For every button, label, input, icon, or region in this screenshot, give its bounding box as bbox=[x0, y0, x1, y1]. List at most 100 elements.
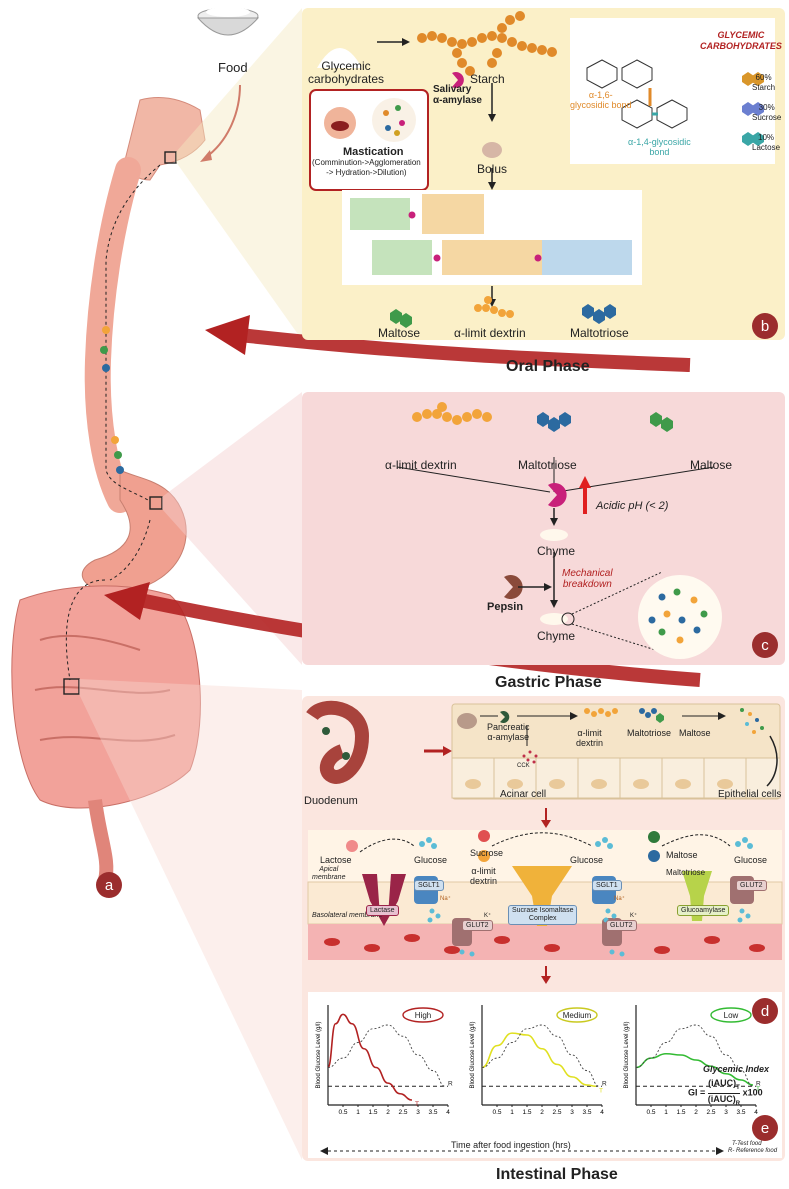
gc-item-lactose: 10%Lactose bbox=[752, 133, 781, 152]
chart-2-title: Low bbox=[724, 1011, 739, 1020]
gastric-phase-title: Gastric Phase bbox=[495, 674, 602, 691]
lactase-tag: Lactase bbox=[366, 905, 399, 916]
chart-0-tick-label-3: 2 bbox=[386, 1109, 390, 1116]
chart-1-series-T-label: T bbox=[599, 1087, 603, 1094]
food-label: Food bbox=[218, 60, 248, 75]
chart-0-tick-label-2: 1.5 bbox=[368, 1109, 377, 1116]
bolus-icon bbox=[482, 142, 502, 158]
potassium-ion-label-1: K⁺ bbox=[484, 913, 492, 919]
alpha-limit-dextrin-label: α-limit dextrin bbox=[470, 866, 498, 886]
badge-c: c bbox=[752, 632, 778, 658]
chart-0-series-R-label: R bbox=[448, 1080, 453, 1087]
sucrase-isomaltase-tag: Sucrase Isomaltase Complex bbox=[508, 905, 578, 925]
acidic-ph-label: Acidic pH (< 2) bbox=[596, 500, 669, 512]
glut2-tag-apical: GLUT2 bbox=[736, 880, 767, 891]
sucrose-sphere bbox=[478, 830, 490, 842]
starch-gc-icon bbox=[752, 72, 764, 86]
maltotriose-icon bbox=[582, 304, 616, 324]
chart-0-tick-label-5: 3 bbox=[416, 1109, 420, 1116]
badge-a: a bbox=[96, 872, 122, 898]
gi-numerator: (iAUC) bbox=[708, 1078, 737, 1088]
oral-product-maltose: Maltose bbox=[378, 326, 421, 340]
mastication-title: Mastication bbox=[343, 146, 404, 158]
charts-background bbox=[308, 992, 782, 1158]
pancreatic-amylase-label: Pancreatic α-amylase bbox=[487, 722, 530, 742]
glucoamylase-tag: Glucoamylase bbox=[677, 905, 730, 916]
chart-2-tick-label-2: 1.5 bbox=[676, 1109, 685, 1116]
chart-2-series-T-label: T bbox=[756, 1086, 760, 1093]
duodenum-icon bbox=[306, 700, 370, 784]
bolus-label: Bolus bbox=[477, 162, 508, 176]
alpha-limit-dextrin-icon bbox=[474, 296, 514, 318]
chart-2-series-T bbox=[635, 1052, 754, 1086]
oral-phase-title: Oral Phase bbox=[506, 358, 590, 375]
chart-0-ylabel: Blood Glucose Level (g/l) bbox=[316, 1021, 322, 1088]
gastric-input-alpha-limit-dextrin: α-limit dextrin bbox=[385, 458, 457, 472]
intestinal-phase-title: Intestinal Phase bbox=[496, 1166, 618, 1183]
lactose-sphere bbox=[346, 840, 358, 852]
gastric-maltotriose-icon bbox=[537, 412, 571, 432]
chyme-particles bbox=[648, 588, 708, 644]
badge-b: b bbox=[752, 313, 778, 339]
oral-phase-graphics bbox=[309, 11, 775, 328]
glucose-label-3: Glucose bbox=[734, 855, 768, 865]
mastication-steps: (Comminution->Agglomeration -> Hydration… bbox=[312, 158, 421, 177]
gc-title: GLYCEMIC CARBOHYDRATES bbox=[700, 30, 782, 51]
chart-1-tick-label-0: 0.5 bbox=[492, 1109, 501, 1116]
chart-0-tick-label-1: 1 bbox=[356, 1109, 360, 1116]
chart-2-tick-label-7: 4 bbox=[754, 1109, 758, 1116]
glucoamylase-icon bbox=[682, 871, 712, 921]
pancreatic-amylase-icon bbox=[500, 711, 510, 723]
stomach-zoom-box bbox=[149, 496, 163, 510]
chart-1-tick-label-3: 2 bbox=[540, 1109, 544, 1116]
starch-chain-icon bbox=[417, 11, 557, 76]
bond16-label: α-1,6- glycosidic bond bbox=[570, 90, 632, 110]
chart-0-tick-label-0: 0.5 bbox=[338, 1109, 347, 1116]
glucose-scatter bbox=[740, 708, 764, 734]
chart-0-tick-label-7: 4 bbox=[446, 1109, 450, 1116]
basolateral-membrane-label: Basolateral membrane bbox=[312, 912, 383, 919]
chyme-icon-1 bbox=[540, 529, 568, 541]
sglt1-tag-2: SGLT1 bbox=[592, 880, 622, 891]
sodium-ion-label-1: Na⁺ bbox=[440, 896, 451, 902]
glut2-tag-2: GLUT2 bbox=[606, 920, 637, 931]
maltose-sphere bbox=[648, 831, 660, 843]
alpha-limit-sphere bbox=[478, 850, 490, 862]
gastric-input-maltotriose: Maltotriose bbox=[518, 458, 577, 472]
salivary-amylase-label: Salivary α-amylase bbox=[433, 84, 482, 106]
lactose-gc-icon bbox=[742, 132, 754, 146]
duodenum-label: Duodenum bbox=[304, 795, 358, 807]
legend-test-food: T-Test food bbox=[732, 1141, 762, 1147]
maltotriose-sphere bbox=[648, 850, 660, 862]
chart-1-tick-label-2: 1.5 bbox=[522, 1109, 531, 1116]
glucose-label-1: Glucose bbox=[414, 855, 448, 865]
chart-2-series-R bbox=[635, 1024, 754, 1087]
sucrose-gc-icon bbox=[742, 102, 754, 116]
maltose-label: Maltose bbox=[666, 850, 698, 860]
food-bowl-icon bbox=[196, 7, 260, 36]
legend-reference-food: R- Reference food bbox=[728, 1148, 778, 1154]
salivary-amylase-icon bbox=[452, 72, 464, 88]
gastric-input-maltose: Maltose bbox=[690, 458, 733, 472]
chart-0-tick-label-4: 2.5 bbox=[398, 1109, 407, 1116]
oral-product-maltotriose: Maltotriose bbox=[570, 326, 629, 340]
potassium-ion-label-2: K⁺ bbox=[630, 913, 638, 919]
gi-denominator: (iAUC) bbox=[707, 1093, 736, 1104]
acinar-cell-label: Acinar cell bbox=[500, 789, 547, 800]
lactase-enzyme-icon bbox=[362, 874, 406, 926]
chart-2-tick-label-4: 2.5 bbox=[706, 1109, 715, 1116]
chart-2-tick-label-5: 3 bbox=[724, 1109, 728, 1116]
gi-numerator-sub: T bbox=[736, 1084, 740, 1091]
gastric-maltose-icon bbox=[650, 412, 673, 432]
intestinal-phase-graphics bbox=[306, 700, 783, 1158]
intestinal-row-maltose: Maltose bbox=[679, 728, 711, 738]
chart-2-tick-label-1: 1 bbox=[664, 1109, 668, 1116]
chart-2-ylabel: Blood Glucose Level (g/l) bbox=[624, 1021, 630, 1088]
digestive-tract-illustration bbox=[11, 7, 260, 882]
chart-1-tick-label-6: 3.5 bbox=[582, 1109, 591, 1116]
chart-1-tick-label-1: 1 bbox=[510, 1109, 514, 1116]
chart-1-tick-label-5: 3 bbox=[570, 1109, 574, 1116]
chyme-label-1: Chyme bbox=[537, 544, 576, 558]
chart-2-title-pill bbox=[710, 1007, 752, 1023]
chart-1-tick-label-4: 2.5 bbox=[552, 1109, 561, 1116]
